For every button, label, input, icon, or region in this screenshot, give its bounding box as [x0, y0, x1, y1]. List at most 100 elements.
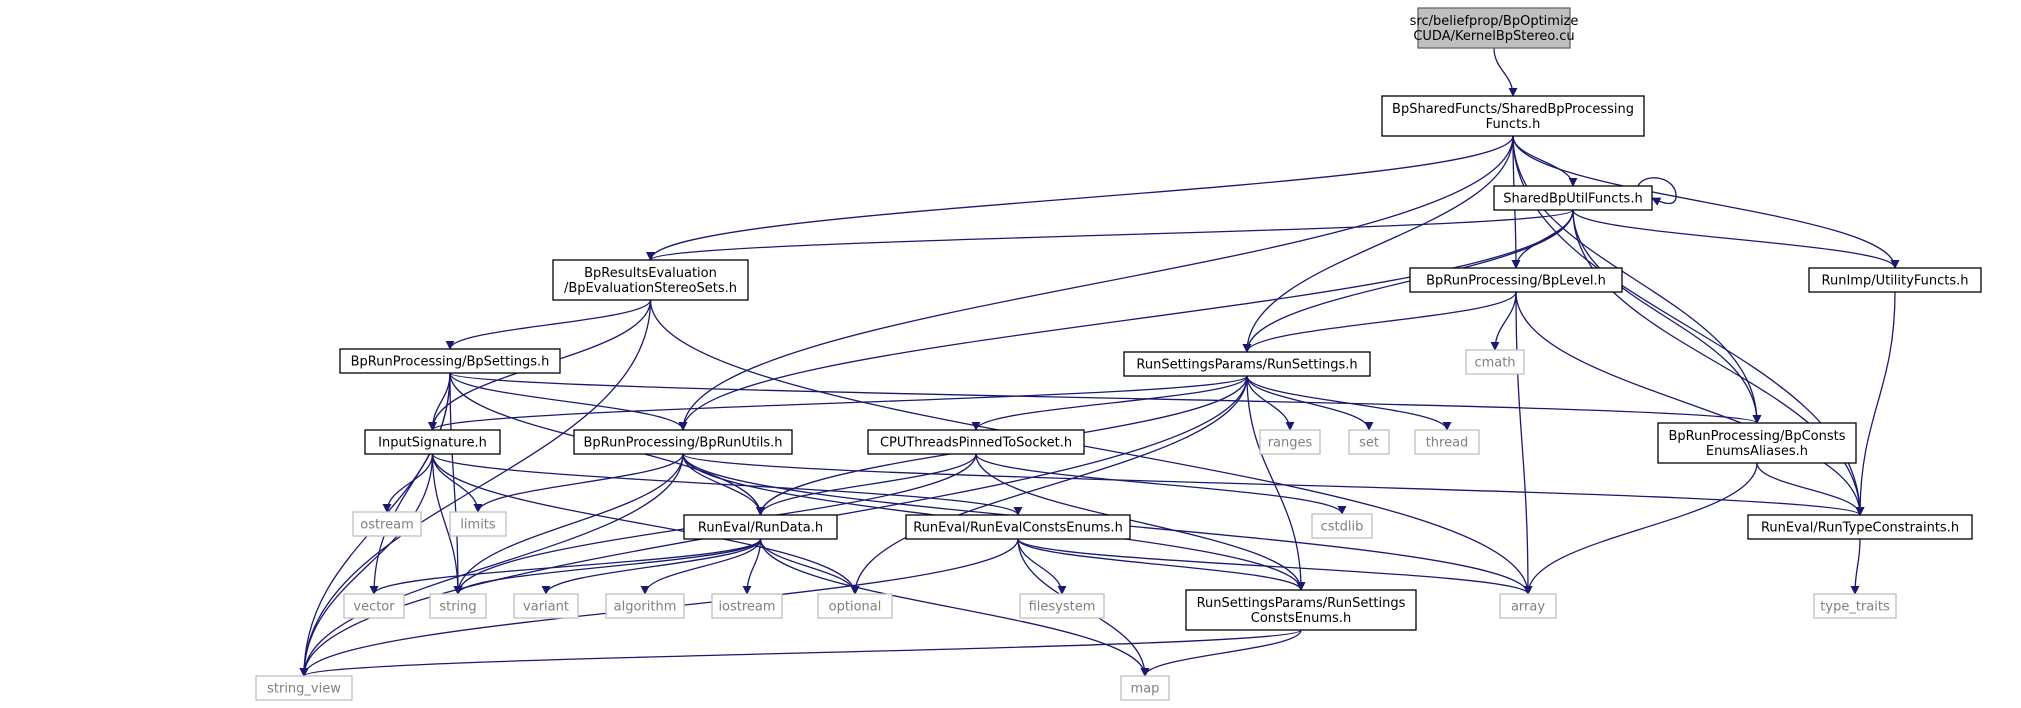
edge-runSettings-to-inputSig [428, 375, 1248, 431]
edge-bpRunUtils-to-stringView [299, 453, 684, 677]
node-label: ranges [1268, 436, 1313, 451]
node-box [1123, 351, 1371, 377]
node-label: array [1511, 600, 1545, 615]
node-label: variant [523, 600, 569, 615]
edge-evalStereo-to-stringView [299, 299, 652, 677]
edge-sharedUtil-to-bpLevel [1511, 209, 1574, 269]
edge-runData-to-optional [759, 538, 860, 595]
node-box [1747, 514, 1973, 540]
node-runSettings[interactable]: RunSettingsParams/RunSettings.h [1123, 351, 1371, 377]
node-evalStereo[interactable]: BpResultsEvaluation/BpEvaluationStereoSe… [552, 259, 749, 301]
node-label: BpRunProcessing/BpLevel.h [1426, 274, 1606, 289]
node-filesystem: filesystem [1019, 593, 1105, 619]
edge-runSettings-to-ranges [1246, 375, 1295, 431]
node-box [339, 348, 561, 374]
edge-sharedUtil-to-utilFuncts [1572, 209, 1900, 269]
node-label: ostream [360, 518, 414, 533]
node-runData[interactable]: RunEval/RunData.h [683, 514, 838, 540]
node-label: BpResultsEvaluation [584, 266, 717, 281]
edge-settingsEnums-to-stringView [299, 629, 1302, 677]
node-algorithm: algorithm [605, 593, 685, 619]
edge-root-to-sharedProc [1493, 47, 1518, 97]
edge-runSettings-to-set [1246, 375, 1374, 431]
node-label: cstdlib [1321, 520, 1364, 535]
node-variant: variant [513, 593, 579, 619]
edge-bpRunUtils-to-string [453, 453, 684, 595]
node-thread: thread [1414, 429, 1480, 455]
node-label: iostream [718, 600, 775, 615]
node-label: optional [829, 600, 882, 615]
node-box [364, 429, 501, 455]
node-array: array [1499, 593, 1557, 619]
node-bpLevel[interactable]: BpRunProcessing/BpLevel.h [1409, 267, 1623, 293]
node-cpuThreads[interactable]: CPUThreadsPinnedToSocket.h [867, 429, 1085, 455]
node-box [513, 593, 579, 619]
node-sharedProc[interactable]: BpSharedFuncts/SharedBpProcessingFuncts.… [1381, 95, 1645, 137]
node-typeTraits: type_traits [1813, 593, 1897, 619]
node-label: SharedBpUtilFuncts.h [1503, 192, 1642, 207]
edge-sharedProc-to-evalStereo [646, 135, 1514, 261]
node-box [683, 514, 838, 540]
edge-runEvalEnums-to-array [1017, 538, 1533, 595]
edge-runData-to-iostream [742, 538, 762, 595]
node-box [1813, 593, 1897, 619]
edge-constsEnumsAliases-to-array [1523, 462, 1758, 595]
node-label: ConstsEnums.h [1251, 611, 1351, 626]
node-typeConstraints[interactable]: RunEval/RunTypeConstraints.h [1747, 514, 1973, 540]
node-box [255, 675, 353, 701]
edge-sharedProc-to-utilFuncts [1512, 135, 1900, 269]
edge-runEvalEnums-to-filesystem [1017, 538, 1067, 595]
node-runEvalEnums[interactable]: RunEval/RunEvalConstsEnums.h [905, 514, 1131, 540]
node-cstdlib: cstdlib [1311, 513, 1373, 539]
edge-evalStereo-to-bpSettings [445, 299, 652, 350]
edge-runSettings-to-settingsEnums [1246, 375, 1306, 591]
file-nodes: src/beliefprop/BpOptimizeCUDA/KernelBpSt… [255, 7, 1982, 701]
edge-sharedProc-to-sharedUtil [1512, 135, 1578, 187]
edge-sharedUtil-to-typeConstraints [1572, 209, 1865, 516]
node-label: EnumsAliases.h [1706, 444, 1808, 459]
node-box [1311, 513, 1373, 539]
node-label: BpRunProcessing/BpConsts [1669, 429, 1846, 444]
node-bpSettings[interactable]: BpRunProcessing/BpSettings.h [339, 348, 561, 374]
node-root[interactable]: src/beliefprop/BpOptimizeCUDA/KernelBpSt… [1410, 7, 1579, 49]
node-label: RunEval/RunData.h [698, 521, 823, 536]
edge-bpSettings-to-string [449, 372, 463, 595]
edge-sharedUtil-to-bpRunUtils [678, 209, 1574, 431]
edge-inputSig-to-runEvalEnums [431, 453, 1023, 516]
node-box [1657, 422, 1857, 464]
node-settingsEnums[interactable]: RunSettingsParams/RunSettingsConstsEnums… [1185, 589, 1417, 631]
node-label: vector [353, 600, 395, 615]
node-box [1185, 589, 1417, 631]
node-inputSig[interactable]: InputSignature.h [364, 429, 501, 455]
node-label: map [1131, 682, 1160, 697]
node-box [905, 514, 1131, 540]
node-map: map [1120, 675, 1170, 701]
dependency-edges [299, 47, 1900, 677]
node-bpRunUtils[interactable]: BpRunProcessing/BpRunUtils.h [573, 429, 793, 455]
node-label: cmath [1474, 356, 1515, 371]
edge-evalStereo-to-array [649, 299, 1533, 595]
edge-runData-to-map [759, 538, 1150, 677]
node-label: src/beliefprop/BpOptimize [1410, 14, 1579, 29]
node-label: RunEval/RunTypeConstraints.h [1761, 521, 1959, 536]
node-utilFuncts[interactable]: RunImp/UtilityFuncts.h [1808, 267, 1982, 293]
node-box [1381, 95, 1645, 137]
node-string: string [429, 593, 487, 619]
node-box [1417, 7, 1571, 49]
node-label: RunEval/RunEvalConstsEnums.h [913, 521, 1123, 536]
node-label: Functs.h [1486, 117, 1541, 132]
node-limits: limits [449, 511, 507, 537]
edge-inputSig-to-stringView [299, 453, 434, 677]
node-label: string [439, 600, 476, 615]
node-box [817, 593, 893, 619]
node-sharedUtil[interactable]: SharedBpUtilFuncts.h [1493, 185, 1653, 211]
edge-cpuThreads-to-cstdlib [975, 453, 1347, 515]
node-optional: optional [817, 593, 893, 619]
node-box [1465, 349, 1525, 375]
node-box [552, 259, 749, 301]
node-box [429, 593, 487, 619]
edge-runData-to-string [453, 538, 762, 595]
node-label: /BpEvaluationStereoSets.h [564, 281, 737, 296]
edge-runSettings-to-cpuThreads [971, 375, 1248, 431]
